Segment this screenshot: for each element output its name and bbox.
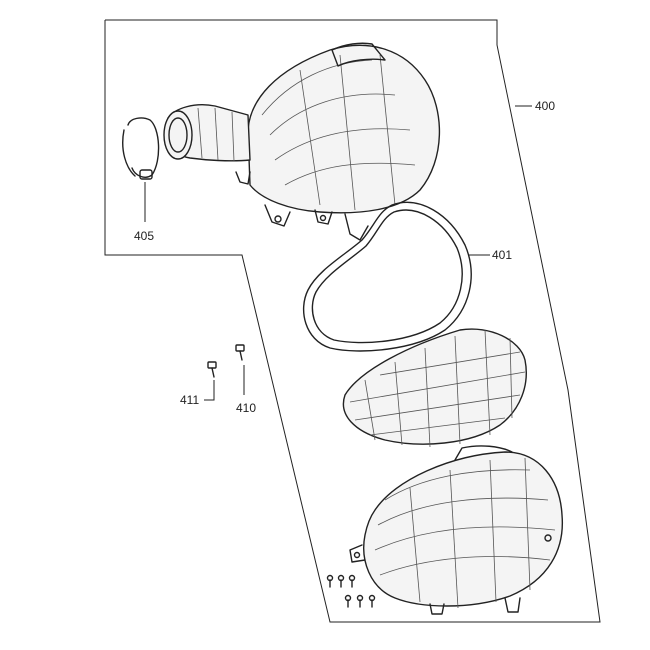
screw [326,574,334,588]
filter-element-gasket [303,201,472,352]
screw [368,594,376,608]
callout-405: 405 [134,229,154,243]
bolt-411 [207,361,217,378]
upper-housing [235,42,441,241]
filter-mesh-screen [342,328,527,448]
screw [337,574,345,588]
intake-duct [163,104,251,162]
leader-411 [204,380,215,401]
callout-400: 400 [535,99,555,113]
assembly-boundary [104,19,601,623]
callout-410: 410 [236,401,256,415]
callout-401: 401 [492,248,512,262]
lower-housing [349,445,564,615]
bolt-410 [235,344,245,361]
hose-clamp [122,117,160,180]
callout-411: 411 [180,393,199,407]
screw [344,594,352,608]
screw [356,594,364,608]
screw-set [326,574,376,608]
screw [348,574,356,588]
